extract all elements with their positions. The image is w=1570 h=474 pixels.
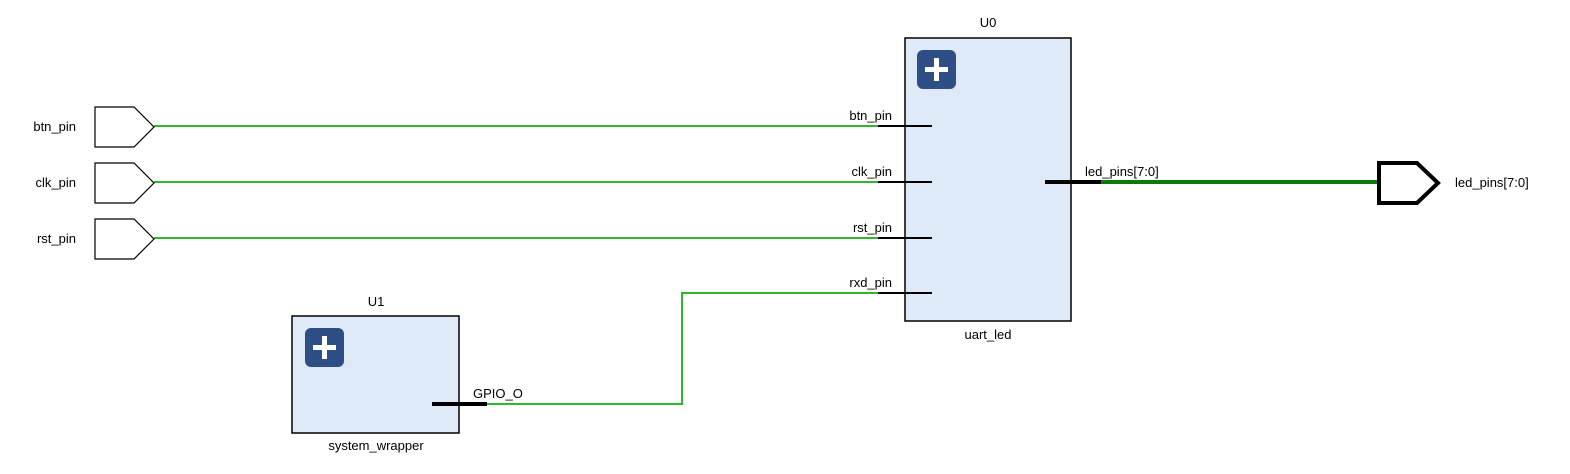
block-module-name: system_wrapper (328, 438, 424, 453)
pin-clk-pin[interactable]: clk_pin (852, 164, 932, 183)
pin-btn-pin[interactable]: btn_pin (849, 108, 932, 127)
pin-label: rxd_pin (849, 275, 892, 290)
pin-rst-pin[interactable]: rst_pin (853, 220, 932, 239)
port-label: btn_pin (33, 119, 76, 134)
block-u0-uart-led[interactable]: U0 btn_pin clk_pin rst_pin rxd_pin led_p… (849, 15, 1158, 342)
input-port-clk-pin[interactable]: clk_pin (36, 162, 155, 204)
block-u1-system-wrapper[interactable]: U1 GPIO_O system_wrapper (291, 294, 523, 453)
port-label: led_pins[7:0] (1455, 175, 1529, 190)
pin-led-pins-out[interactable]: led_pins[7:0] (1045, 164, 1159, 184)
pin-label: rst_pin (853, 220, 892, 235)
pin-label: GPIO_O (473, 386, 523, 401)
input-port-btn-pin[interactable]: btn_pin (33, 106, 155, 148)
net-gpio-to-rxd[interactable] (486, 292, 932, 405)
block-instance-name: U0 (980, 15, 997, 30)
plus-icon[interactable] (917, 50, 956, 89)
output-port-led-pins[interactable]: led_pins[7:0] (1377, 161, 1529, 205)
pin-label: led_pins[7:0] (1085, 164, 1159, 179)
pin-rxd-pin[interactable]: rxd_pin (849, 275, 932, 294)
input-port-rst-pin[interactable]: rst_pin (37, 218, 155, 260)
block-module-name: uart_led (965, 327, 1012, 342)
pin-gpio-o[interactable]: GPIO_O (432, 386, 523, 406)
pin-label: btn_pin (849, 108, 892, 123)
pin-label: clk_pin (852, 164, 892, 179)
port-label: clk_pin (36, 175, 76, 190)
plus-icon[interactable] (305, 328, 344, 367)
wires (154, 125, 1379, 405)
port-label: rst_pin (37, 231, 76, 246)
block-instance-name: U1 (368, 294, 385, 309)
